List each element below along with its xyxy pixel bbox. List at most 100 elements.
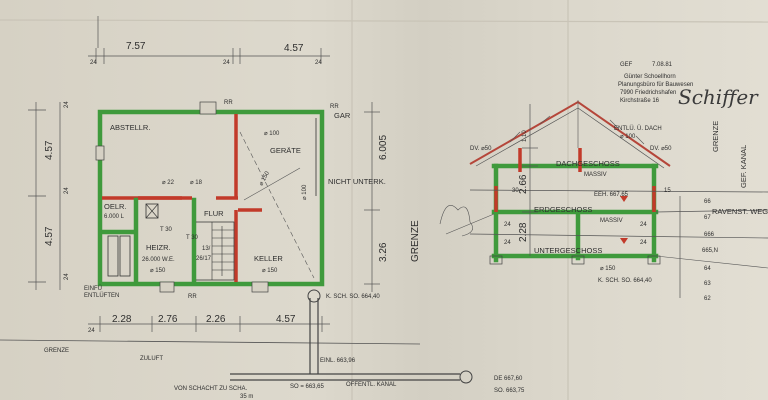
left-dimension-line: 4.57 4.57 24 24 24 xyxy=(28,101,70,290)
section-d150: ⌀ 150 xyxy=(600,266,616,272)
dim-bottom-1: 2.28 xyxy=(112,314,132,325)
fitting-diag: ⌀ 150 xyxy=(258,170,271,187)
room-gar-nicht: NICHT UNTERK. xyxy=(328,177,386,186)
bottom-dimension-line: 2.28 2.76 2.26 4.57 24 xyxy=(88,314,330,334)
rr-top: RR xyxy=(224,100,233,106)
stamp-date: 7.08.81 xyxy=(652,62,673,68)
kanal-de: DE 667,60 xyxy=(494,376,523,382)
boundary-line xyxy=(0,339,421,345)
kanal-length: 35 m xyxy=(240,394,253,400)
rr-right: RR xyxy=(330,104,339,110)
stamp-line2: Günter Schoellhorn xyxy=(624,74,676,80)
room-gar: GAR xyxy=(334,111,351,120)
section-d100: ⌀ 100 xyxy=(620,134,636,140)
section-dv050-right: DV. ⌀50 xyxy=(650,146,672,152)
right-dimension-line: 6.005 3.26 GRENZE xyxy=(364,102,421,292)
dim-left-24c: 24 xyxy=(64,273,70,280)
dim-left-upper: 4.57 xyxy=(44,140,55,160)
oil-tanks xyxy=(107,203,159,277)
top-dimension-line: 7.57 4.57 24 24 24 xyxy=(88,16,330,66)
fitting-d100-side: ⌀ 100 xyxy=(302,184,308,200)
level-66: 66 xyxy=(704,199,711,205)
kanal-so-bottom: SO. 663,75 xyxy=(494,388,525,394)
level-63: 63 xyxy=(704,281,711,287)
fitting-d150-heiz: ⌀ 150 xyxy=(150,268,166,274)
grenze-right: GRENZE xyxy=(711,121,720,152)
room-heizr: HEIZR. xyxy=(146,243,171,252)
room-abstellr: ABSTELLR. xyxy=(110,123,150,132)
note-einfu: EINFÜ xyxy=(84,285,102,292)
door-t30b: T 30 xyxy=(160,227,173,233)
room-keller: KELLER xyxy=(254,254,283,263)
window-left xyxy=(95,145,105,161)
room-geraete: GERÄTE xyxy=(270,146,301,155)
stamp-line4: 7990 Friedrichshafen xyxy=(620,90,676,96)
kanal-einl: EINL. 663,96 xyxy=(320,358,356,364)
fitting-d100: ⌀ 100 xyxy=(264,131,280,137)
sewer-pipe xyxy=(230,289,473,384)
level-67: 67 xyxy=(704,215,711,221)
dim-bottom-2: 2.76 xyxy=(158,314,178,325)
section-dachgeschoss: DACHGESCHOSS xyxy=(556,159,620,168)
grenze-bottom: GRENZE xyxy=(44,348,69,354)
staircase xyxy=(196,221,235,281)
dim-bottom-24: 24 xyxy=(88,328,95,334)
level-666: 666 xyxy=(704,232,715,238)
stamp-gef: GEF xyxy=(620,62,633,68)
door-t30: T 30 xyxy=(186,235,199,241)
section-line xyxy=(239,131,315,279)
heating-output: 26.000 W.E. xyxy=(142,257,175,263)
section-entlue-dach: ENTLÜ. Ü. DACH xyxy=(614,125,662,132)
zuluft-label: ZULUFT xyxy=(140,356,163,362)
kanal-k-sch: K. SCH. SO. 664,40 xyxy=(326,294,380,300)
kanal-so: SO = 663,65 xyxy=(290,384,325,390)
section-dim-top: 1.10 xyxy=(522,130,528,142)
room-flur: FLUR xyxy=(204,209,224,218)
section-massiv-lower: MASSIV xyxy=(600,218,623,224)
site-ravenst: RAVENST. WEG xyxy=(712,207,768,216)
kanal-note: VON SCHACHT ZU SCHA. xyxy=(174,386,248,392)
dim-bottom-3: 2.26 xyxy=(206,314,226,325)
section-untergeschoss: UNTERGESCHOSS xyxy=(534,246,602,255)
level-64: 64 xyxy=(704,266,711,272)
stair-rise: 26/17 xyxy=(196,256,212,262)
rr-bottom: RR xyxy=(188,294,197,300)
building-section xyxy=(439,100,768,298)
level-665: 665,N xyxy=(702,248,718,254)
stair-steps: 13/ xyxy=(202,246,211,252)
section-n24d: 24 xyxy=(504,222,511,228)
dim-right-upper: 6.005 xyxy=(378,135,389,160)
dim-small-24b: 24 xyxy=(223,60,230,66)
dim-small-24c: 24 xyxy=(315,60,322,66)
section-n30: 30 xyxy=(512,188,519,194)
fitting-d150-keller: ⌀ 150 xyxy=(262,268,278,274)
approval-stamp: GEF 7.08.81 Günter Schoellhorn Planungsb… xyxy=(618,62,693,104)
section-erdgeschoss: ERDGESCHOSS xyxy=(534,205,592,214)
section-eeh: EEH. 667,65 xyxy=(594,192,629,198)
stamp-line3: Planungsbüro für Bauwesen xyxy=(618,82,693,88)
light-well-bottom xyxy=(159,281,175,293)
section-k-sch: K. SCH. SO. 664,40 xyxy=(598,278,652,284)
dim-top-left: 7.57 xyxy=(126,41,146,52)
site-gef-kanal: GEF. KANAL xyxy=(739,145,748,188)
signature: Schiffer xyxy=(678,85,759,109)
section-n24c: 24 xyxy=(640,222,647,228)
grenze-mid: GRENZE xyxy=(410,220,421,262)
note-entlueft: ENTLÜFTEN xyxy=(84,292,119,299)
level-62: 62 xyxy=(704,296,711,302)
dim-right-lower: 3.26 xyxy=(378,242,389,262)
fitting-d22: ⌀ 22 xyxy=(162,180,175,186)
section-n24b: 24 xyxy=(640,240,647,246)
dim-small-24: 24 xyxy=(90,60,97,66)
fitting-d18: ⌀ 18 xyxy=(190,180,203,186)
section-dim-lower: 2.28 xyxy=(518,222,529,242)
section-dimensions: 2.66 2.28 1.10 xyxy=(518,104,538,256)
kanal-offentl: OFFENTL. KANAL xyxy=(346,382,397,388)
light-well-bottom-right xyxy=(251,281,269,293)
section-dv050-left: DV. ⌀50 xyxy=(470,146,492,152)
room-oelr: OELR. xyxy=(104,202,127,211)
dim-top-right: 4.57 xyxy=(284,43,304,54)
section-n15: 15 xyxy=(664,188,671,194)
stamp-line5: Kirchstraße 16 xyxy=(620,98,660,104)
